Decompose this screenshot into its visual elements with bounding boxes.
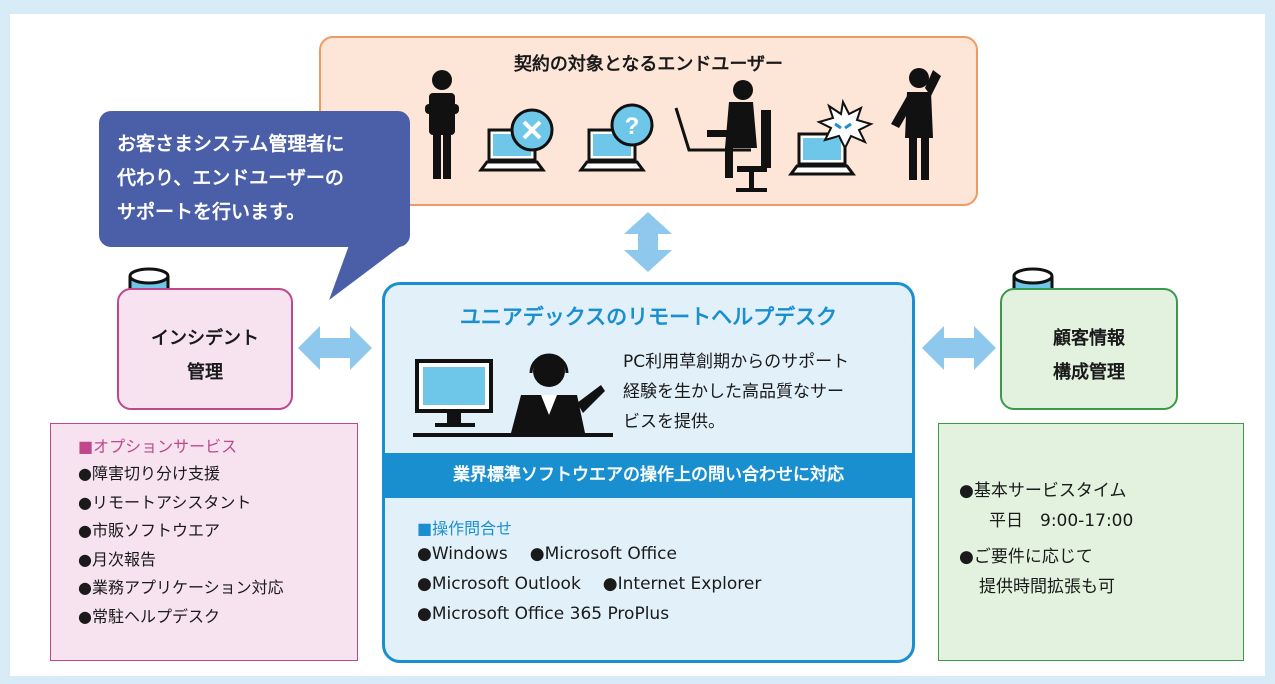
service-time-line: 平日 9:00-17:00 xyxy=(989,511,1134,531)
option-item: ●リモートアシスタント xyxy=(78,492,252,512)
customer-config-label: 顧客情報 構成管理 xyxy=(1002,322,1176,390)
laptop-question-icon: ? xyxy=(578,103,654,172)
incident-management-label: インシデント 管理 xyxy=(119,322,291,390)
person-arms-crossed-icon xyxy=(425,70,459,179)
person-at-desk-icon xyxy=(674,80,771,192)
admin-support-bubble: お客さまシステム管理者に 代わり、エンドユーザーの サポートを行います。 xyxy=(99,111,410,247)
person-confused-icon xyxy=(891,68,941,180)
ops-item: ●Microsoft Office xyxy=(529,544,677,564)
label-line: 管理 xyxy=(187,362,223,383)
customer-config-box: 顧客情報 構成管理 xyxy=(1000,288,1178,410)
remote-helpdesk-box: ユニアデックスのリモートヘルプデスク PC利用草創期からのサポート 経験を生かし… xyxy=(382,282,915,663)
option-item: ●月次報告 xyxy=(78,549,156,569)
desc-line: PC利用草創期からのサポート xyxy=(623,352,850,372)
bubble-line: 代わり、エンドユーザーの xyxy=(117,167,344,189)
laptop-alert-icon xyxy=(788,98,874,176)
option-item: ●市販ソフトウエア xyxy=(78,521,220,540)
service-time-text: ●基本サービスタイム 平日 9:00-17:00 ●ご要件に応じて 提供時間拡張… xyxy=(959,476,1133,602)
option-item: ●障害切り分け支援 xyxy=(78,464,220,483)
incident-management-box: インシデント 管理 xyxy=(117,288,293,410)
right-double-arrow-icon xyxy=(922,326,996,370)
desc-line: 経験を生かした高品質なサー xyxy=(623,382,844,402)
end-users-title: 契約の対象となるエンドユーザー xyxy=(513,54,784,75)
bubble-line: お客さまシステム管理者に xyxy=(117,133,345,155)
ops-item: ●Microsoft Outlook xyxy=(417,574,581,594)
ops-item: ●Microsoft Office 365 ProPlus xyxy=(417,604,670,624)
option-services-box: ■オプションサービス ●障害切り分け支援 ●リモートアシスタント ●市販ソフトウ… xyxy=(50,423,358,661)
ops-item: ●Windows xyxy=(417,544,508,564)
operations-inquiry-title: ■操作問合せ xyxy=(417,519,513,538)
desc-line: ビスを提供。 xyxy=(623,412,725,432)
option-services-title: ■オプションサービス xyxy=(78,437,238,456)
laptop-error-icon xyxy=(478,108,554,172)
label-line: インシデント xyxy=(151,328,259,349)
vertical-double-arrow-icon xyxy=(624,212,672,272)
bubble-line: サポートを行います。 xyxy=(117,201,306,223)
left-double-arrow-icon xyxy=(298,326,372,370)
label-line: 顧客情報 xyxy=(1053,328,1125,349)
svg-text:?: ? xyxy=(625,113,640,140)
service-time-line: 提供時間拡張も可 xyxy=(979,577,1115,597)
service-time-line: ●ご要件に応じて xyxy=(959,547,1093,567)
helpdesk-operator-icon xyxy=(413,353,613,437)
helpdesk-title: ユニアデックスのリモートヘルプデスク xyxy=(459,305,838,329)
operations-inquiry-list: ●Windows ●Microsoft Office ●Microsoft Out… xyxy=(417,539,897,629)
ops-row: ●Microsoft Office 365 ProPlus xyxy=(417,599,897,629)
ops-row: ●Microsoft Outlook ●Internet Explorer xyxy=(417,569,897,599)
support-scope-band: 業界標準ソフトウエアの操作上の問い合わせに対応 xyxy=(385,453,912,498)
helpdesk-description: PC利用草創期からのサポート 経験を生かした高品質なサー ビスを提供。 xyxy=(623,347,903,437)
end-users-illustration: ? xyxy=(425,68,941,192)
option-item: ●常駐ヘルプデスク xyxy=(78,606,220,626)
label-line: 構成管理 xyxy=(1053,362,1125,383)
ops-row: ●Windows ●Microsoft Office xyxy=(417,539,897,569)
ops-item: ●Internet Explorer xyxy=(602,574,762,594)
option-item: ●業務アプリケーション対応 xyxy=(78,578,284,597)
service-time-line: ●基本サービスタイム xyxy=(959,481,1127,501)
end-users-box: 契約の対象となるエンドユーザー xyxy=(319,36,978,206)
service-time-box: ●基本サービスタイム 平日 9:00-17:00 ●ご要件に応じて 提供時間拡張… xyxy=(938,423,1244,661)
